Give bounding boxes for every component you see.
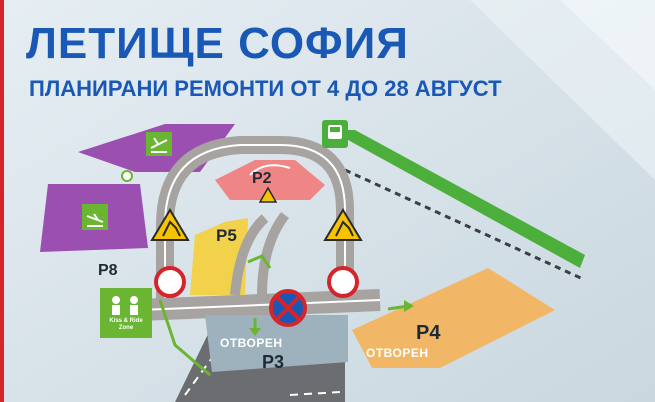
road-center-line xyxy=(139,299,381,311)
person-body xyxy=(112,305,120,315)
person-glyph xyxy=(112,296,120,304)
plane-baseline xyxy=(151,151,167,153)
kiss-ride-line2: Zone xyxy=(118,325,134,331)
background-stripe xyxy=(560,0,655,90)
left-red-edge xyxy=(0,0,4,402)
page-subtitle: ПЛАНИРАНИ РЕМОНТИ ОТ 4 ДО 28 АВГУСТ xyxy=(29,76,502,101)
status-open-p3: ОТВОРЕН xyxy=(220,336,283,350)
metro-line xyxy=(330,130,585,268)
roadworks-warning-icon-small xyxy=(258,186,278,203)
label-p3: P3 xyxy=(262,352,285,372)
status-open-p4: ОТВОРЕН xyxy=(366,346,429,360)
kiss-ride-line1: Kiss & Ride xyxy=(109,318,143,324)
plane-baseline xyxy=(87,225,103,227)
plane-glyph xyxy=(150,137,168,149)
service-road xyxy=(230,214,269,296)
label-p8: P8 xyxy=(98,262,118,279)
label-p2: P2 xyxy=(252,170,272,187)
kiss-ride-label: Kiss & Ride Zone xyxy=(100,318,152,332)
arrow-head xyxy=(404,300,414,312)
road-center-line xyxy=(164,144,346,300)
no-entry-sign xyxy=(154,266,186,298)
kiss-ride-icon xyxy=(100,288,152,338)
parking-p4-area xyxy=(352,268,555,368)
page-title: ЛЕТИЩЕ СОФИЯ xyxy=(26,19,409,68)
label-p4: P4 xyxy=(416,322,441,344)
worker-glyph xyxy=(162,220,181,237)
service-road xyxy=(257,211,290,296)
train-window xyxy=(330,127,340,132)
worker-glyph xyxy=(335,220,354,237)
info-marker xyxy=(121,170,133,182)
person-body xyxy=(130,305,138,315)
route-line xyxy=(158,299,211,377)
arrow-head xyxy=(249,328,261,336)
no-stopping-cross xyxy=(274,294,302,322)
plane-glyph xyxy=(86,213,104,223)
railway-line xyxy=(344,168,586,282)
p2-arc-mark xyxy=(249,164,291,176)
no-entry-sign xyxy=(327,266,359,298)
parking-p2-area xyxy=(215,160,325,200)
parking-p3-area xyxy=(205,315,348,372)
label-p5: P5 xyxy=(216,226,237,245)
person-glyph xyxy=(130,296,138,304)
arrow-curve xyxy=(247,254,272,269)
